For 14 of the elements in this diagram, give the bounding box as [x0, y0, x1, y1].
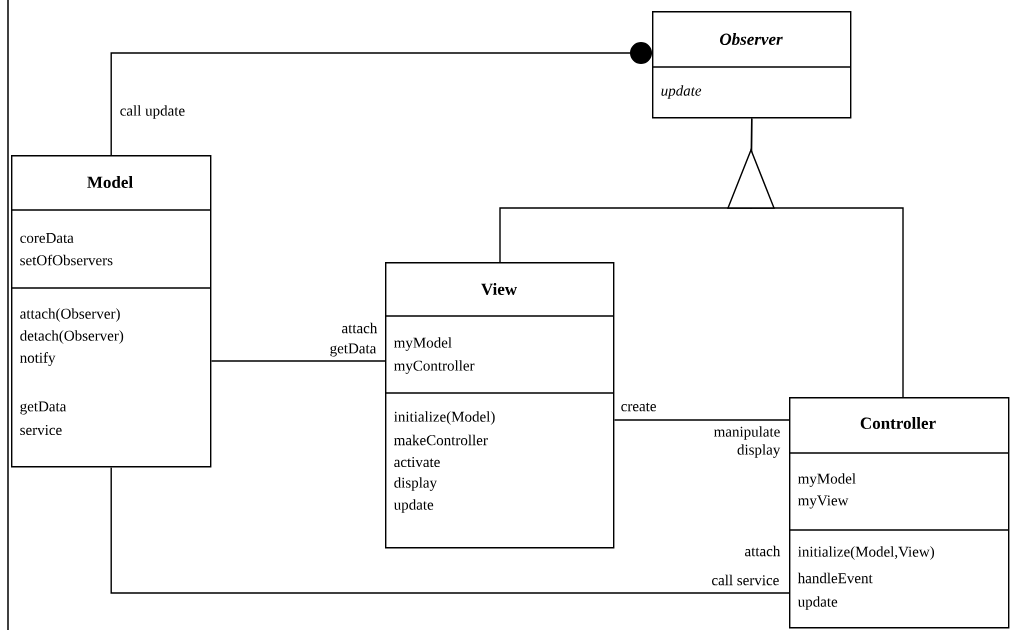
edge-label: call update [118, 104, 187, 120]
role-label: manipulate display [714, 426, 781, 458]
edge-label: call service [710, 573, 781, 587]
connector-line [110, 466, 790, 594]
generalization-arrow [499, 117, 904, 398]
class-box: Model coreData setOfObservers attach(Observer) detach(Observer) notify getData service [10, 155, 212, 468]
class-box: Controller myModel myView initialize(Model,View) handleEvent update [788, 397, 1010, 629]
connector-line [110, 42, 652, 156]
class-box: Observer update [651, 11, 852, 119]
edge-label: create [619, 401, 658, 413]
connector-line [210, 360, 386, 362]
edge-label: getData [328, 342, 378, 358]
connector-line [613, 419, 790, 421]
class-box: View myModel myController initialize(Model) makeController activate display update [384, 262, 615, 549]
